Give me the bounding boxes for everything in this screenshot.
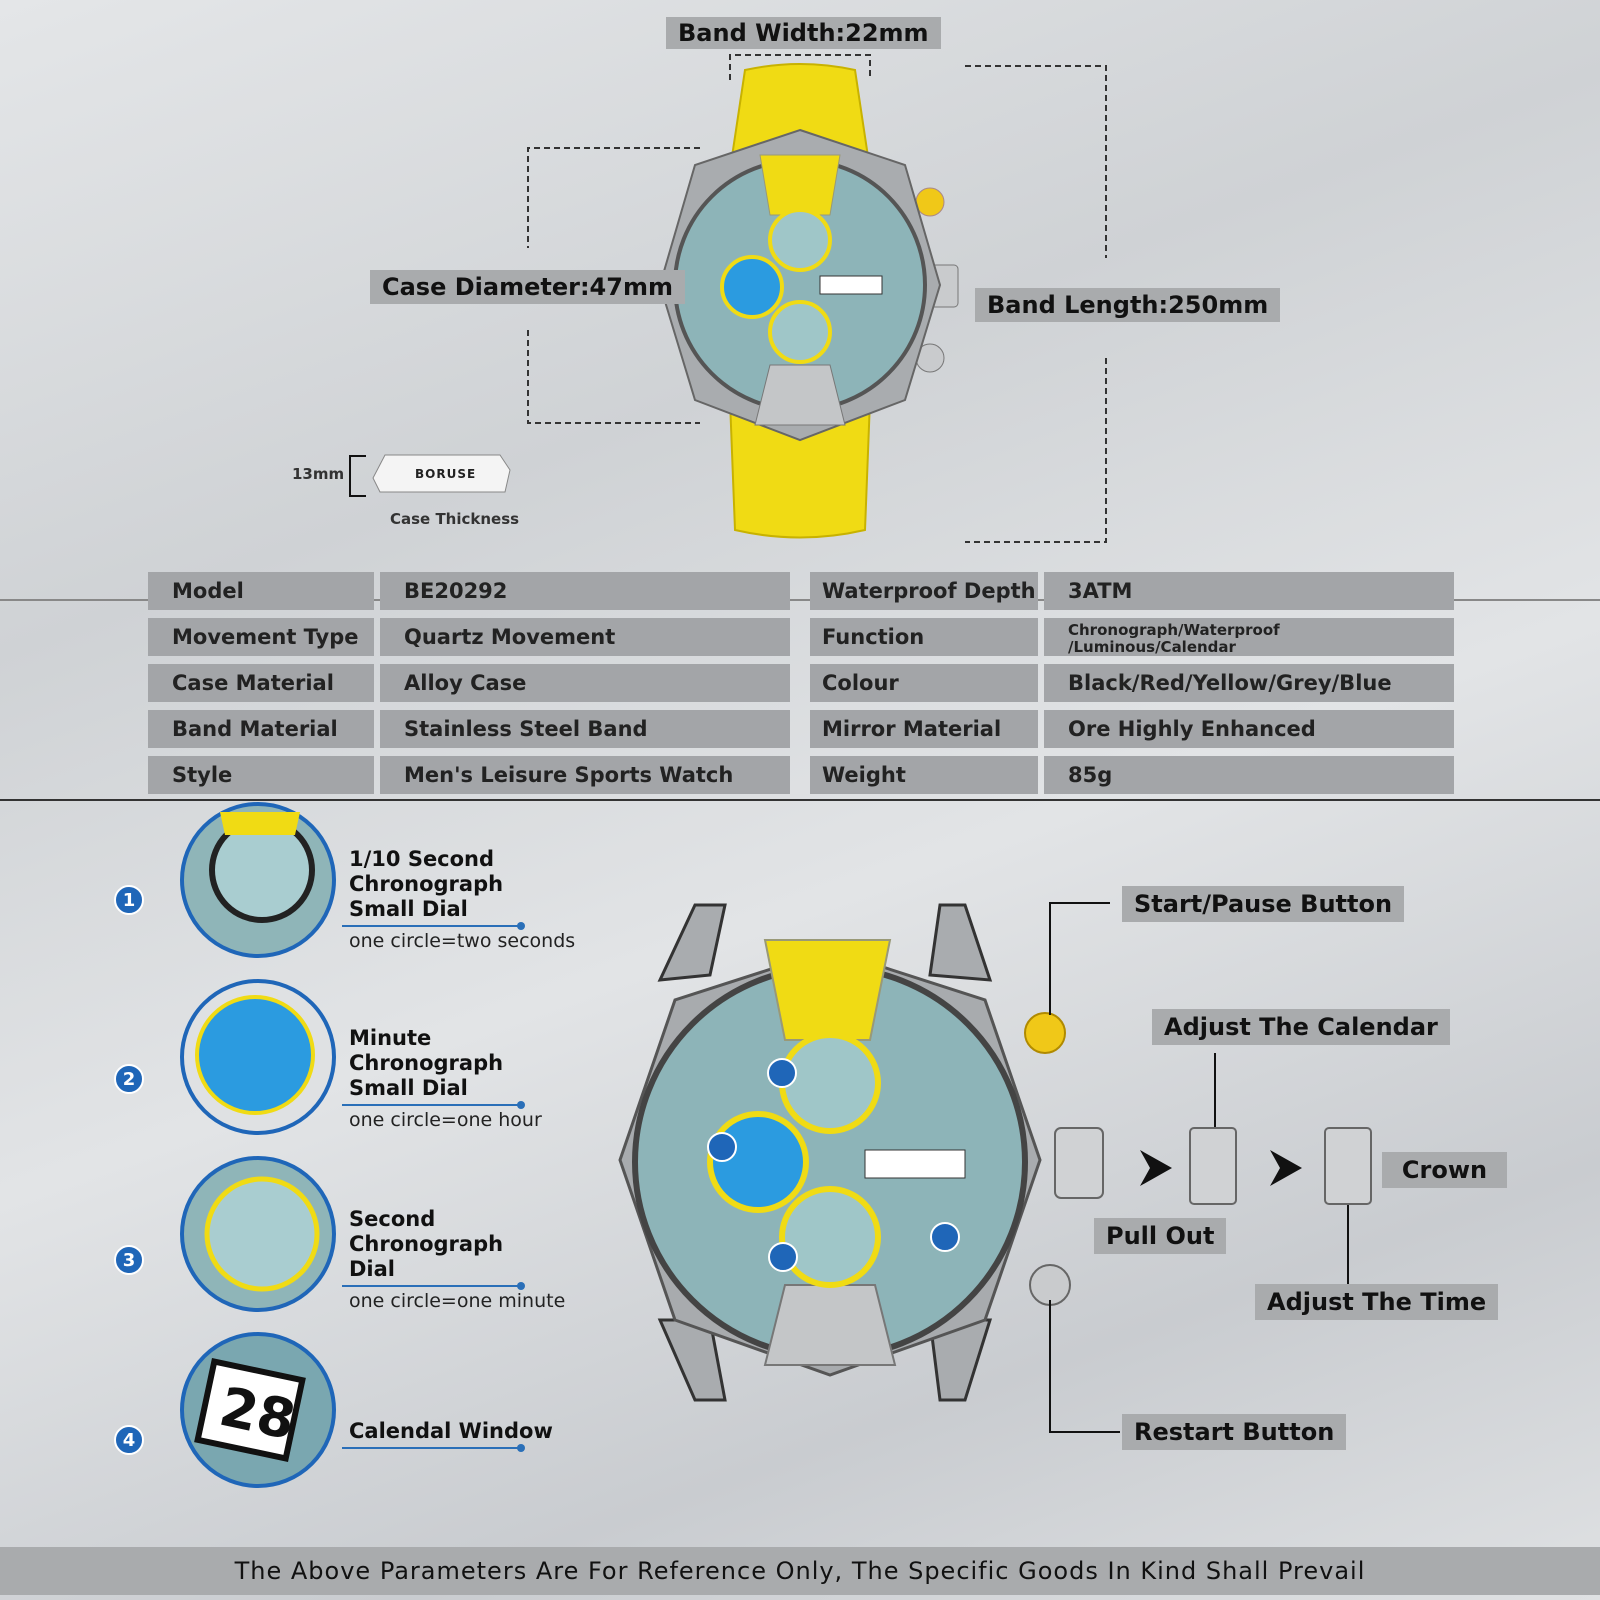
spec-value: Black/Red/Yellow/Grey/Blue [1044, 664, 1454, 702]
restart-button-label: Restart Button [1122, 1414, 1347, 1450]
feature-title: Calendal Window [349, 1419, 553, 1443]
feature-description: one circle=two seconds [349, 930, 576, 952]
start-pause-button-label: Start/Pause Button [1122, 886, 1405, 922]
thickness-label: Case Thickness [390, 510, 520, 528]
feature-underline [342, 1282, 525, 1290]
feature-description: one circle=one hour [349, 1109, 542, 1131]
spec-value: Ore Highly Enhanced [1044, 710, 1454, 748]
adjust-calendar-label: Adjust The Calendar [1152, 1009, 1450, 1045]
feature-underline [342, 1101, 525, 1109]
dimension-lines [527, 54, 1107, 543]
spec-value: BE20292 [380, 572, 790, 610]
feature-title: Second Chronograph Dial [349, 1207, 504, 1281]
thickness-value: 13mm [292, 465, 345, 483]
spec-label: Style [148, 756, 374, 794]
feature-number-badge: 3 [114, 1245, 144, 1275]
spec-value: Alloy Case [380, 664, 790, 702]
feature-number-badge: 1 [114, 885, 144, 915]
spec-value: 85g [1044, 756, 1454, 794]
spec-label: Mirror Material [810, 710, 1038, 748]
feature-number-badge: 4 [114, 1425, 144, 1455]
feature-underline [342, 922, 525, 930]
spec-label: Waterproof Depth [810, 572, 1038, 610]
adjust-time-label: Adjust The Time [1255, 1284, 1499, 1320]
spec-value: Men's Leisure Sports Watch [380, 756, 790, 794]
arrow-right-icon [1270, 1150, 1302, 1186]
spec-value: Quartz Movement [380, 618, 790, 656]
band-length-label: Band Length:250mm [975, 288, 1281, 322]
spec-label: Weight [810, 756, 1038, 794]
spec-label: Movement Type [148, 618, 374, 656]
pull-out-label: Pull Out [1094, 1218, 1227, 1254]
case-thickness-diagram [349, 454, 511, 497]
spec-label: Band Material [148, 710, 374, 748]
spec-value: Chronograph/Waterproof /Luminous/Calenda… [1044, 618, 1454, 656]
spec-label: Case Material [148, 664, 374, 702]
crown-label: Crown [1382, 1152, 1507, 1188]
feature-number-badge: 2 [114, 1064, 144, 1094]
feature-title: 1/10 Second Chronograph Small Dial [349, 847, 504, 921]
feature-underline [342, 1444, 525, 1452]
main-watch-image [618, 903, 1104, 1402]
feature-description: one circle=one minute [349, 1290, 566, 1312]
band-width-label: Band Width:22mm [666, 17, 941, 49]
top-watch-image [658, 63, 959, 539]
spec-label: Model [148, 572, 374, 610]
crown-diagrams [1140, 1127, 1372, 1205]
footer-disclaimer: The Above Parameters Are For Reference O… [0, 1547, 1600, 1595]
brand-logo: BORUSE [415, 467, 477, 481]
case-diameter-label: Case Diameter:47mm [370, 270, 685, 304]
spec-label: Colour [810, 664, 1038, 702]
spec-value: 3ATM [1044, 572, 1454, 610]
feature-circles [180, 802, 336, 1488]
spec-label: Function [810, 618, 1038, 656]
feature-title: Minute Chronograph Small Dial [349, 1026, 504, 1100]
arrow-right-icon [1140, 1150, 1172, 1186]
spec-value: Stainless Steel Band [380, 710, 790, 748]
